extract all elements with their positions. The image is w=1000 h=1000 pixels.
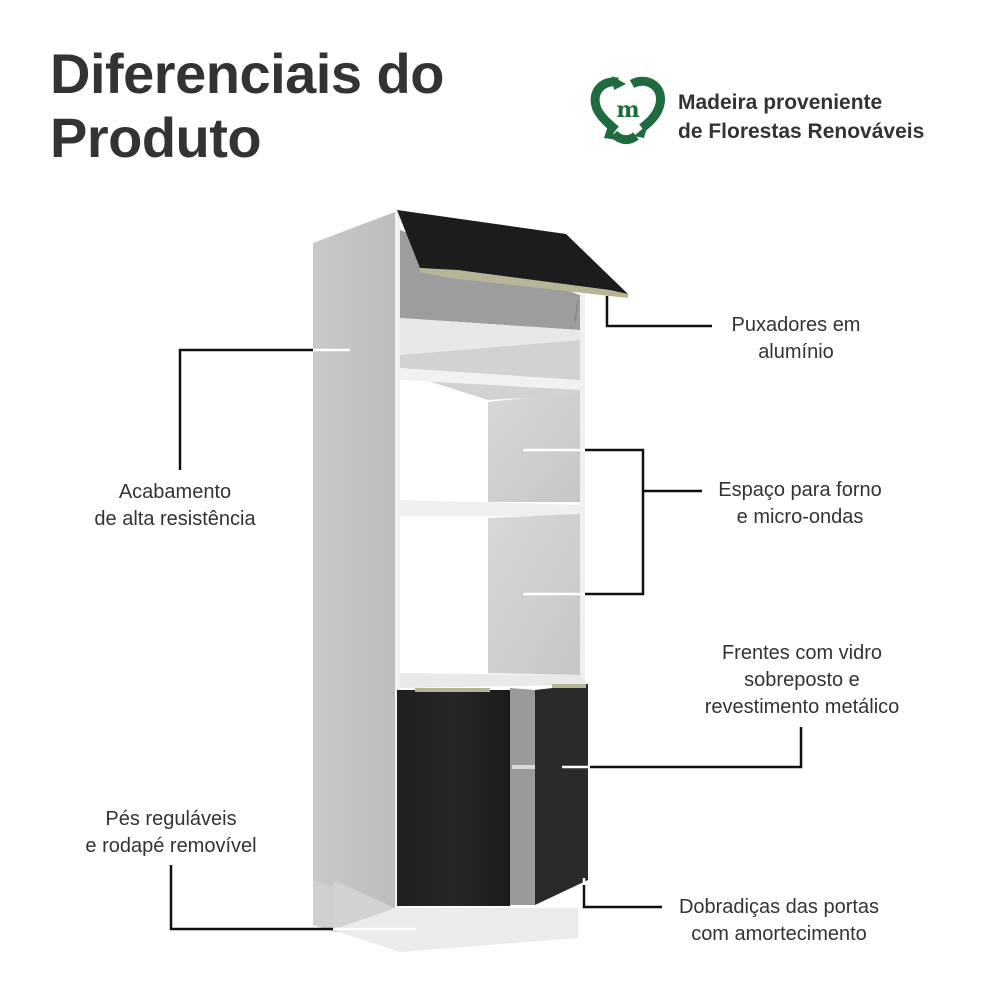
leader-oven-space bbox=[585, 448, 645, 596]
leader-handles bbox=[605, 296, 712, 328]
leader-fronts bbox=[590, 727, 803, 769]
badge-text: Madeira proveniente de Florestas Renováv… bbox=[678, 88, 924, 146]
leader-feet bbox=[169, 865, 333, 931]
page-title: Diferenciais do Produto bbox=[50, 42, 444, 170]
leader-finish bbox=[178, 348, 313, 470]
callout-fronts: Frentes com vidro sobreposto e revestime… bbox=[704, 642, 900, 718]
svg-text:m: m bbox=[616, 97, 639, 123]
callout-handles: Puxadores em alumínio bbox=[731, 314, 861, 363]
callout-hinges: Dobradiças das portas com amortecimento bbox=[678, 896, 880, 945]
renewable-forest-badge: m Madeira proveniente de Florestas Renov… bbox=[588, 74, 968, 154]
flip-up-top-door bbox=[397, 210, 628, 323]
title-line-2: Produto bbox=[50, 106, 262, 169]
callout-lines bbox=[169, 296, 803, 931]
leader-hinges bbox=[582, 885, 662, 909]
title-line-1: Diferenciais do bbox=[50, 42, 444, 105]
badge-line-2: de Florestas Renováveis bbox=[678, 120, 925, 143]
callout-oven-space: Espaço para forno e micro-ondas bbox=[718, 479, 882, 528]
lower-doors bbox=[397, 684, 588, 906]
recycle-heart-m-icon: m bbox=[590, 76, 666, 145]
callout-feet: Pés reguláveis e rodapé removível bbox=[85, 808, 257, 857]
callout-finish: Acabamento de alta resistência bbox=[94, 481, 256, 530]
badge-line-1: Madeira proveniente bbox=[678, 91, 883, 114]
cabinet-side-panel bbox=[313, 212, 578, 952]
